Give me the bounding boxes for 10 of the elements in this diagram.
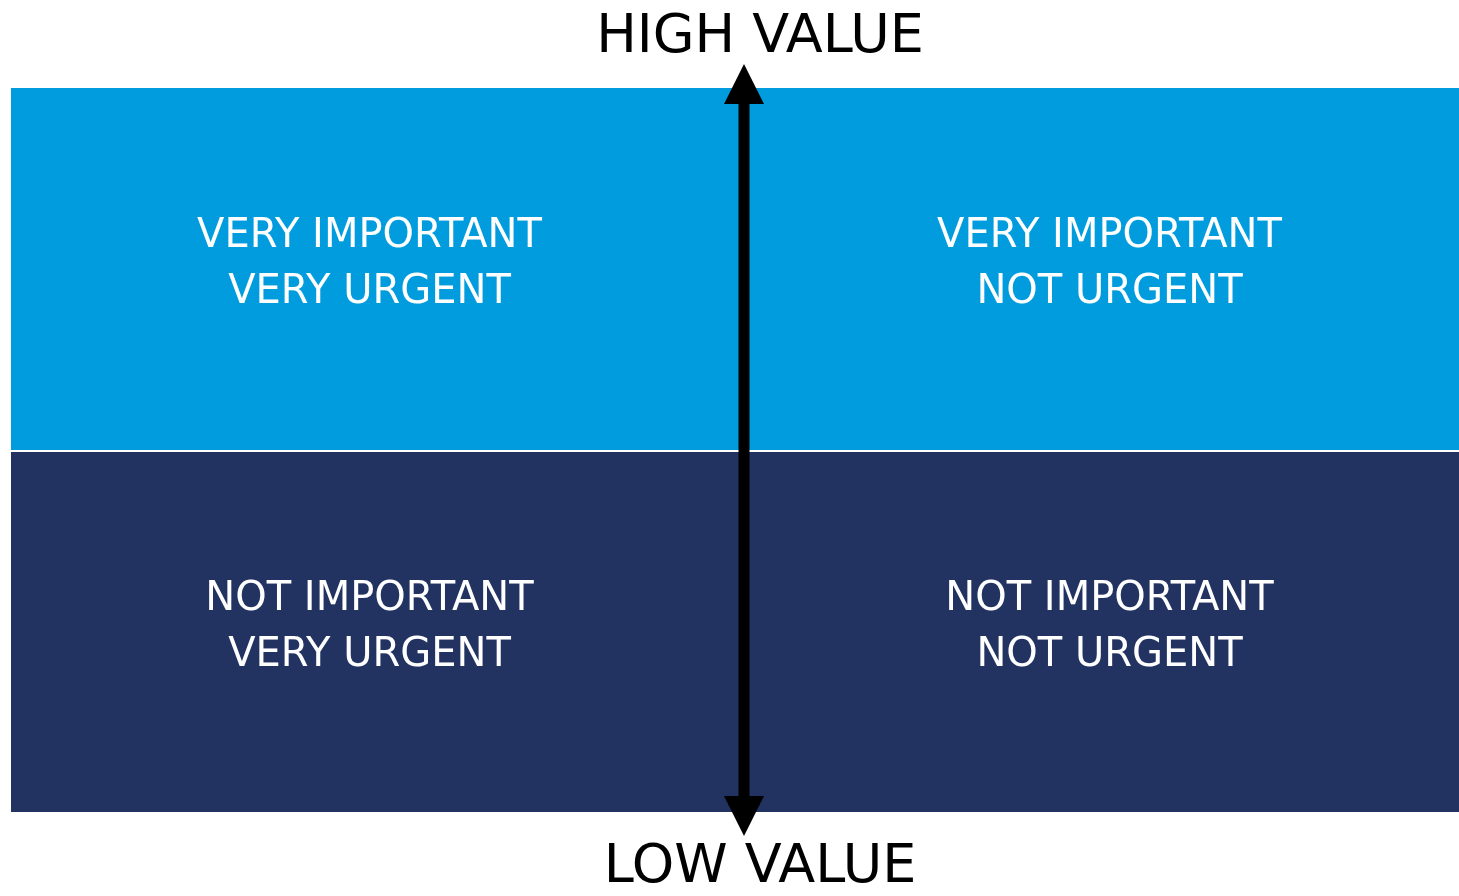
quadrant-text: NOT URGENT [976, 628, 1243, 677]
quadrant-text: VERY IMPORTANT [197, 209, 542, 258]
axis-label: LOW VALUE [603, 832, 917, 896]
quadrant-text: NOT IMPORTANT [205, 572, 534, 621]
axis-label: HIGH VALUE [596, 2, 924, 66]
quadrant-text: VERY URGENT [228, 265, 511, 314]
quadrant-text: VERY IMPORTANT [937, 209, 1282, 258]
quadrant-text: NOT URGENT [976, 265, 1243, 314]
quadrant-text: NOT IMPORTANT [945, 572, 1274, 621]
quadrant-text: VERY URGENT [228, 628, 511, 677]
